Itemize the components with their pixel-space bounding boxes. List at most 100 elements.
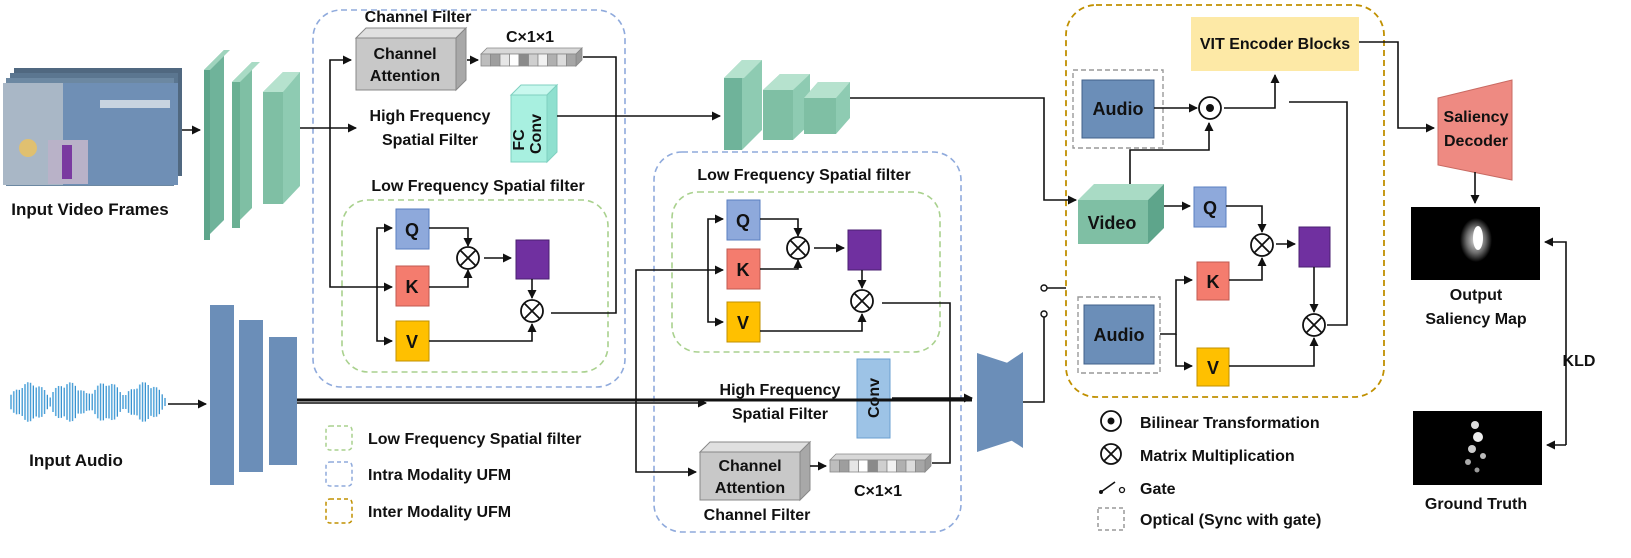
gate-icon: [1099, 481, 1126, 494]
decoder-l2: Decoder: [1444, 133, 1508, 150]
k-block-bottom: [726, 248, 761, 290]
channel-vector-bottom: [829, 453, 932, 473]
waveform-bar: [29, 382, 32, 422]
vector-cell: [867, 459, 878, 473]
channel-attention-top-l1: Channel: [373, 46, 436, 63]
lf-bottom-title: Low Frequency Spatial filter: [697, 167, 910, 184]
waveform-bar: [54, 387, 57, 417]
audio-label-top: Audio: [1093, 99, 1144, 119]
output-saliency-map: [1411, 207, 1540, 280]
k-block-inter: [1196, 261, 1230, 301]
vector-cell: [547, 53, 558, 67]
waveform-bar: [26, 382, 29, 422]
audio-label-bottom: Audio: [1094, 325, 1145, 345]
waveform-bar: [158, 389, 160, 415]
vector-cell: [896, 459, 907, 473]
waveform-bar: [119, 392, 121, 412]
intra-ufm-box-bottom: [653, 151, 962, 533]
vit-label: VIT Encoder Blocks: [1200, 36, 1350, 53]
matmul-op: [850, 289, 874, 313]
waveform-bar: [63, 387, 65, 417]
matmul-op: [456, 246, 480, 270]
legend-matmul-icon: [1100, 443, 1122, 465]
input-audio-label: Input Audio: [29, 451, 123, 470]
legend-matmul: Matrix Multiplication: [1140, 448, 1295, 465]
waveform-bar: [99, 383, 102, 421]
v-block-bottom: [726, 301, 761, 343]
legend-intra: Intra Modality UFM: [368, 467, 511, 484]
waveform-bar: [46, 394, 48, 410]
waveform-bar: [110, 383, 113, 421]
legend-optical-swatch: [1097, 507, 1125, 531]
lf-filter-box-bottom: [671, 191, 941, 353]
cx11-bottom-label: C×1×1: [854, 483, 902, 500]
legend-lf: Low Frequency Spatial filter: [368, 431, 581, 448]
connections: [168, 41, 1567, 477]
matmul-op: [1250, 233, 1274, 257]
q-label-bottom: Q: [736, 211, 750, 231]
cx11-top-label: C×1×1: [506, 29, 554, 46]
vector-cell: [905, 459, 916, 473]
waveform-bar: [40, 387, 43, 417]
legend-inter-swatch: [325, 498, 353, 524]
waveform-bar: [136, 388, 138, 416]
v-block-inter: [1196, 347, 1230, 387]
waveform-bar: [85, 393, 88, 411]
channel-vector-top: [480, 47, 583, 67]
video-encoder: [204, 50, 300, 240]
q-label-inter: Q: [1203, 198, 1217, 218]
waveform-bar: [116, 387, 118, 417]
waveform-bar: [18, 389, 20, 415]
output-l2: Saliency Map: [1425, 311, 1527, 328]
matmul-icon: [456, 96, 1326, 337]
matmul-op: [1302, 313, 1326, 337]
channel-attention-top-l2: Attention: [370, 68, 440, 85]
waveform-bar: [147, 384, 149, 420]
waveform-bar: [71, 382, 74, 422]
ground-truth-label: Ground Truth: [1425, 496, 1527, 513]
waveform-bar: [96, 385, 99, 419]
attn-map-bottom: [847, 229, 882, 271]
conv-label: Conv: [866, 378, 883, 418]
input-video-label: Input Video Frames: [11, 200, 168, 219]
waveform-bar: [43, 390, 46, 414]
vit-encoder-block: [1191, 17, 1359, 71]
v-label-inter: V: [1207, 358, 1219, 378]
vector-cell: [829, 459, 840, 473]
waveform-bar: [52, 392, 54, 412]
legend-intra-swatch: [325, 461, 353, 487]
inter-ufm-box: [1065, 4, 1385, 398]
waveform-bar: [88, 393, 90, 411]
waveform-bar: [91, 393, 93, 411]
v-label-top: V: [406, 332, 418, 352]
waveform-bar: [150, 388, 152, 416]
audio-block-top: [1081, 79, 1155, 139]
bilinear-op: [1198, 96, 1222, 120]
fused-visual-features: [724, 60, 850, 150]
q-block-inter: [1193, 186, 1227, 228]
hf-top-l1: High Frequency: [370, 108, 491, 125]
waveform-bar: [108, 385, 110, 419]
channel-filter-bottom-title: Channel Filter: [704, 507, 811, 524]
audio-block-bottom: [1083, 304, 1155, 365]
waveform-bar: [161, 394, 163, 410]
channel-attention-top: [354, 26, 468, 92]
legend-inter: Inter Modality UFM: [368, 504, 511, 521]
optical-box-bottom: [1077, 296, 1161, 374]
waveform-bar: [152, 386, 155, 418]
waveform-bar: [57, 385, 60, 419]
waveform-bar: [49, 397, 51, 407]
waveform-bar: [24, 384, 26, 420]
hf-bottom-l1: High Frequency: [720, 382, 841, 399]
k-label-inter: K: [1207, 272, 1220, 292]
vector-cell: [499, 53, 510, 67]
v-label-bottom: V: [737, 313, 749, 333]
waveform-bar: [155, 387, 158, 417]
legend-optical: Optical (Sync with gate): [1140, 512, 1321, 529]
k-label-bottom: K: [737, 260, 750, 280]
q-block-bottom: [726, 199, 761, 241]
attn-map-top: [515, 239, 550, 280]
saliency-decoder: [1437, 79, 1513, 181]
vector-cell: [877, 459, 888, 473]
q-block-top: [395, 208, 430, 250]
